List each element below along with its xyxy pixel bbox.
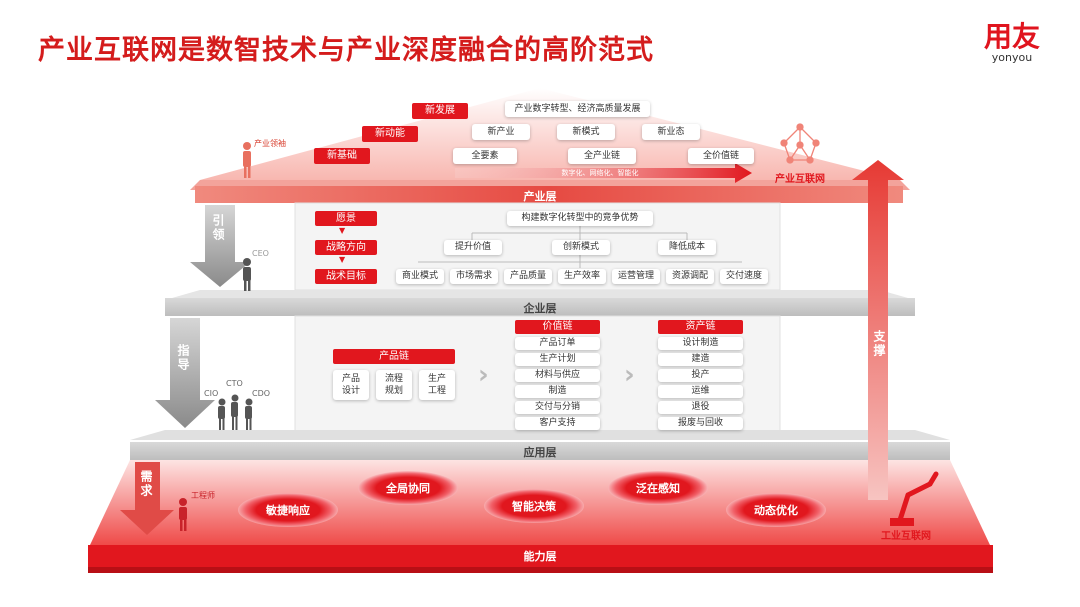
capability-layer-band: [88, 545, 993, 567]
industry-leader-label: 产业领袖: [254, 139, 286, 148]
capability-layer-label: 能力层: [523, 550, 557, 563]
lead-arrow: [190, 205, 250, 287]
goal-value: 提升价值: [444, 240, 502, 255]
industrial-internet-badge: 工业互联网: [881, 531, 931, 542]
engineer-label: 工程师: [191, 491, 215, 500]
item-all-industry-chain: 全产业链: [568, 148, 636, 164]
item-new-industry: 新产业: [472, 124, 530, 140]
ability-smart-decision: 智能决策: [484, 489, 584, 523]
asset-chain-title: 资产链: [658, 320, 743, 334]
value-chain-item-4: 制造: [515, 385, 600, 398]
tag-new-development: 新发展: [412, 103, 468, 119]
item-new-model: 新模式: [557, 124, 615, 140]
capability-base-shadow: [88, 567, 993, 573]
factor-quality: 产品质量: [504, 269, 552, 284]
step-tactics: 战术目标: [315, 269, 377, 284]
robot-arm-base: [890, 518, 914, 526]
step-arrow-1: ▼: [339, 226, 346, 235]
value-chain-item-6: 客户支持: [515, 417, 600, 430]
application-roof-edge: [130, 430, 950, 440]
industry-internet-badge: 产业互联网: [775, 174, 825, 185]
production-engineering: 生产 工程: [419, 370, 455, 400]
factor-market-demand: 市场需求: [450, 269, 498, 284]
item-all-factors: 全要素: [453, 148, 517, 164]
ability-ubiquitous-sensing: 泛在感知: [608, 471, 708, 505]
digital-arrow: [455, 163, 752, 183]
asset-chain-item-3: 投产: [658, 369, 743, 382]
factor-operations: 运营管理: [612, 269, 660, 284]
cio-label: CIO: [204, 389, 219, 398]
factor-delivery: 交付速度: [720, 269, 768, 284]
application-layer-label: 应用层: [523, 446, 557, 459]
industry-leader-figure: [243, 142, 251, 178]
support-arrow: [852, 160, 904, 500]
logo-cn: 用友: [983, 20, 1040, 53]
ability-agile-response: 敏捷响应: [238, 493, 338, 527]
ceo-figure: [243, 258, 251, 291]
chevron-right-icon: ›: [478, 360, 489, 390]
enterprise-connectors: [418, 225, 742, 268]
tag-new-momentum: 新动能: [362, 126, 418, 142]
cdo-label: CDO: [252, 389, 271, 398]
page-title: 产业互联网是数智技术与产业深度融合的高阶范式: [38, 35, 654, 66]
chevron-right-icon-2: ›: [624, 360, 635, 390]
enterprise-layer-label: 企业层: [523, 302, 557, 315]
guide-arrow: [155, 318, 215, 428]
product-design: 产品 设计: [333, 370, 369, 400]
guide-arrow-label: 指导: [176, 344, 190, 372]
engineer-figure: [179, 498, 187, 531]
value-chain-item-1: 产品订单: [515, 337, 600, 350]
step-vision: 愿景: [315, 211, 377, 226]
step-strategy: 战略方向: [315, 240, 377, 255]
industry-layer-band: [195, 186, 903, 203]
factor-business-model: 商业模式: [396, 269, 444, 284]
asset-chain-item-4: 运维: [658, 385, 743, 398]
item-all-value-chain: 全价值链: [688, 148, 754, 164]
product-chain-title: 产品链: [333, 349, 455, 364]
executives-figures: [218, 394, 253, 430]
application-layer-band: [130, 442, 950, 460]
item-development-goal: 产业数字转型、经济高质量发展: [505, 101, 650, 117]
industry-layer-label: 产业层: [523, 190, 557, 203]
factor-resources: 资源调配: [666, 269, 714, 284]
cto-label: CTO: [226, 379, 243, 388]
asset-chain-item-5: 退役: [658, 401, 743, 414]
digital-arrow-label: 数字化、网络化、智能化: [561, 169, 639, 177]
competitive-advantage: 构建数字化转型中的竞争优势: [507, 211, 653, 226]
asset-chain-item-2: 建造: [658, 353, 743, 366]
enterprise-roof-edge: [165, 290, 915, 300]
factor-efficiency: 生产效率: [558, 269, 606, 284]
goal-innovation: 创新模式: [552, 240, 610, 255]
asset-chain-item-6: 报废与回收: [658, 417, 743, 430]
step-arrow-2: ▼: [339, 255, 346, 264]
value-chain-item-5: 交付与分销: [515, 401, 600, 414]
process-planning: 流程 规划: [376, 370, 412, 400]
enterprise-layer-band: [165, 298, 915, 316]
asset-chain-item-1: 设计制造: [658, 337, 743, 350]
value-chain-item-2: 生产计划: [515, 353, 600, 366]
company-logo: 用友 yonyou: [984, 22, 1040, 64]
demand-arrow: [120, 462, 174, 535]
logo-en: yonyou: [991, 51, 1033, 64]
tag-new-foundation: 新基础: [314, 148, 370, 164]
value-chain-title: 价值链: [515, 320, 600, 334]
ability-global-collaboration: 全局协同: [358, 471, 458, 505]
goal-cost: 降低成本: [658, 240, 716, 255]
network-icon: [780, 123, 820, 164]
value-chain-item-3: 材料与供应: [515, 369, 600, 382]
lead-arrow-label: 引领: [211, 214, 225, 242]
robot-arm-icon: [897, 471, 939, 523]
support-arrow-label: 支撑: [872, 330, 886, 358]
demand-arrow-label: 需求: [139, 470, 153, 498]
ceo-label: CEO: [252, 249, 269, 258]
item-new-business: 新业态: [642, 124, 700, 140]
ability-dynamic-optimization: 动态优化: [726, 493, 826, 527]
